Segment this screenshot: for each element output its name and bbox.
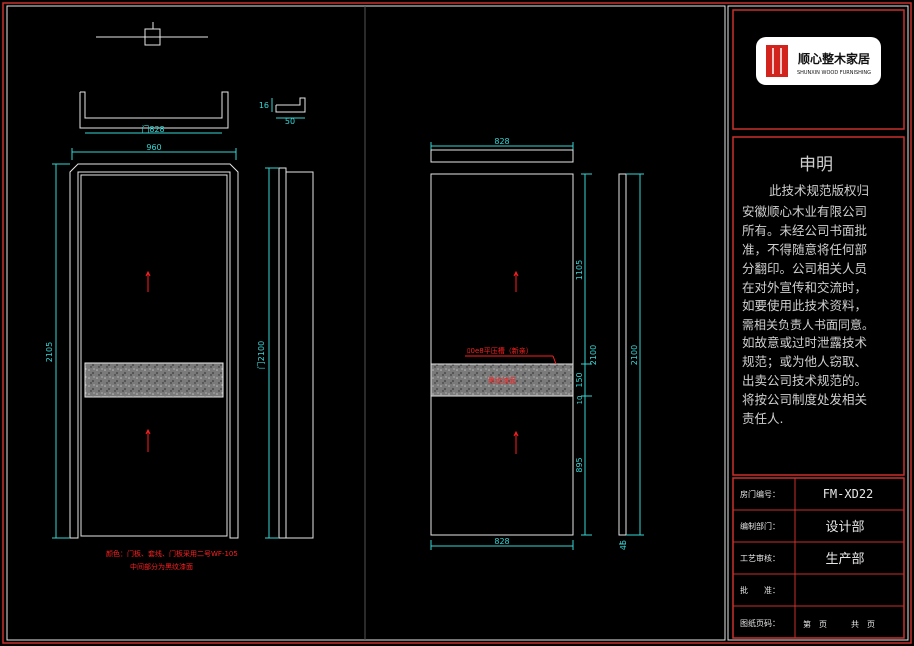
right-door-view: 828 黑纹漆面 ﾛ0e8平压槽（新亲） 1105 2100 150 10 89… [430, 137, 644, 550]
right-bottom-dim: 828 [494, 537, 509, 546]
title-row-label-review: 工艺审核： [740, 553, 780, 563]
statement-line: 出卖公司技术规范的。 [742, 373, 867, 388]
statement-line: 在对外宣传和交流时， [742, 280, 867, 295]
statement-box-frame [732, 136, 905, 476]
right-thickness-dim: 45 [619, 540, 628, 550]
title-row-label-dept: 编制部门： [740, 521, 780, 531]
title-row-label-page: 图纸页码： [740, 618, 780, 628]
statement-line: 安徽顺心木业有限公司 [742, 204, 867, 219]
title-row-value-page: 第 页 共 页 [803, 619, 875, 629]
right-top-dim: 828 [494, 137, 509, 146]
statement-line: 如要使用此技术资料， [742, 298, 867, 313]
statement-line: 准，不得随意将任何部 [742, 242, 867, 257]
statement-line: 需相关负责人书面同意。 [742, 317, 874, 332]
statement-line: 所有。未经公司书面批 [742, 223, 867, 238]
right-side-height-dim: 2100 [630, 345, 639, 365]
title-row-label-approve: 批 准： [740, 585, 780, 595]
statement-line: 分翻印。公司相关人员 [742, 261, 867, 276]
right-panel-label: 黑纹漆面 [488, 376, 516, 385]
brand-logo: 顺心整木家居 SHUNXIN WOOD FURNISHING [756, 37, 881, 85]
title-block: 房门编号： FM-XD22 编制部门： 设计部 工艺审核： 生产部 批 准： 图… [732, 477, 905, 639]
title-area-frame [727, 5, 909, 641]
logo-box-frame [732, 9, 905, 130]
left-note-line1: 颜色：门板、套线、门板采用二号WF-105 [106, 549, 238, 558]
right-dim-mid-total: 2100 [589, 345, 598, 365]
right-dim-panel: 150 [575, 372, 584, 387]
title-row-value-door-no: FM-XD22 [823, 487, 874, 501]
right-dim-upper: 1105 [575, 260, 584, 280]
left-height-dim: 2105 [45, 342, 54, 362]
brand-name-en: SHUNXIN WOOD FURNISHING [797, 70, 871, 76]
left-inner-height-dim: 门2100 [256, 341, 266, 369]
left-width-dim: 960 [146, 143, 161, 152]
statement-body: 此技术规范版权归 安徽顺心木业有限公司 所有。未经公司书面批 准，不得随意将任何… [742, 183, 874, 426]
statement-line: 责任人. [742, 411, 783, 426]
left-top-dim: 门828 [141, 124, 164, 134]
title-row-label-door-no: 房门编号： [740, 489, 780, 499]
statement-line: 如故意或过时泄露技术 [742, 335, 868, 350]
title-row-value-review: 生产部 [825, 552, 864, 567]
right-callout-label: ﾛ0e8平压槽（新亲） [467, 346, 533, 355]
drawing-area-frame [6, 5, 726, 641]
statement-line: 规范；或为他人窃取、 [742, 354, 867, 369]
title-row-value-dept: 设计部 [825, 520, 864, 535]
left-note-line2: 中间部分为黑纹漆面 [130, 562, 193, 571]
right-dim-lower: 895 [575, 457, 584, 472]
left-side-dim-b: 50 [285, 117, 295, 126]
statement-line: 将按公司制度处发相关 [742, 392, 867, 407]
statement-line: 此技术规范版权归 [769, 183, 869, 198]
left-side-dim-a: 16 [259, 101, 269, 110]
left-door-view: 门828 16 50 960 2105 门2100 颜色：门 [45, 22, 314, 571]
brand-name: 顺心整木家居 [798, 51, 870, 66]
right-dim-gap: 10 [576, 396, 584, 405]
statement-title: 申明 [799, 155, 833, 175]
